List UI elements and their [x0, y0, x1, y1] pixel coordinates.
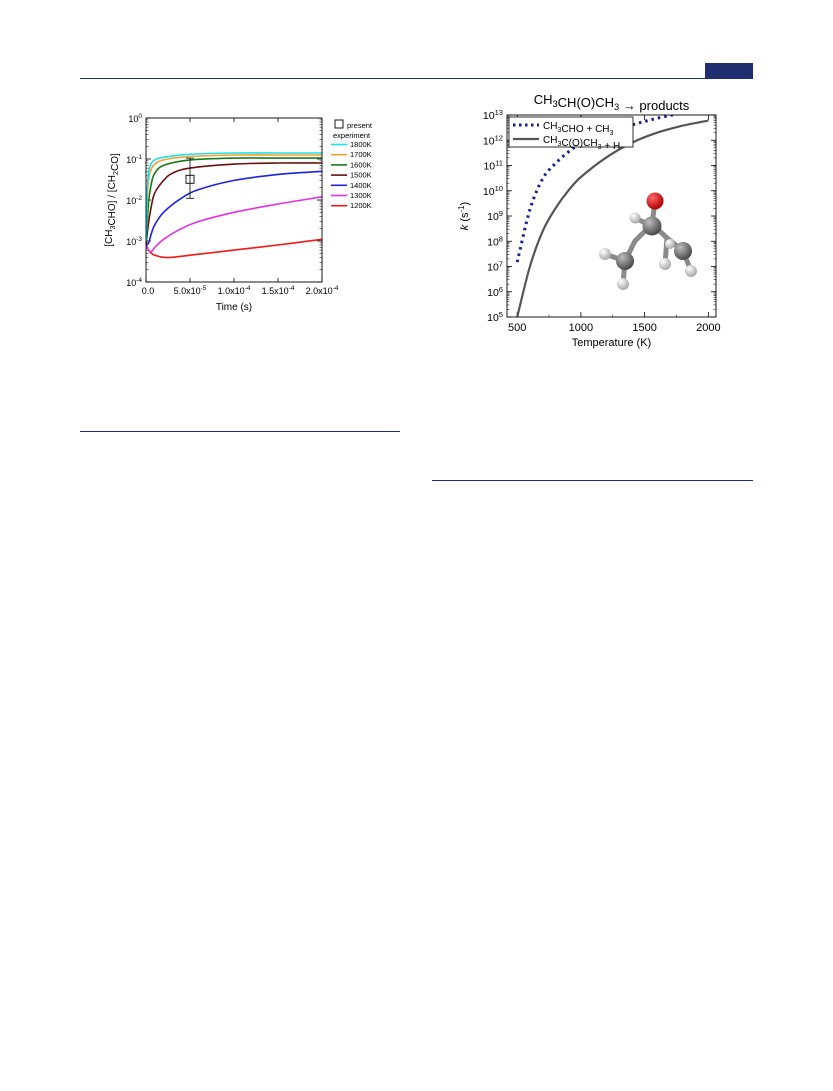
series-line-1800K [146, 152, 322, 242]
series-line [515, 115, 681, 263]
y-tick-label: 109 [487, 209, 503, 223]
rate-constant-chart: CH3CH(O)CH3 → products 500 1000 1500 2000 105… [457, 92, 721, 349]
legend-entry: 1800K [350, 140, 372, 149]
y-tick-label: 108 [487, 234, 503, 248]
molecule-c-atom [674, 242, 692, 260]
legend-entry: 1600K [350, 160, 372, 169]
x-tick-label: 5.0x10-5 [174, 285, 207, 296]
series-line-1400K [146, 170, 322, 246]
molecule-h-atom [629, 212, 641, 224]
legend-entry: CH3CHO + CH3 [543, 121, 614, 137]
x-tick-label: 0.0 [142, 286, 155, 296]
series-line-1300K [146, 196, 322, 253]
molecule-c-atom [642, 216, 662, 236]
molecule-h-atom [665, 239, 675, 249]
plot-frame [145, 117, 323, 283]
series-line-1700K [146, 154, 322, 242]
legend-entry: 1400K [350, 181, 372, 190]
molecule-illustration [599, 192, 697, 290]
plot-frame [506, 114, 717, 318]
experiment-marker [185, 174, 195, 184]
y-tick-label: 106 [487, 285, 503, 299]
x-axis-label: Temperature (K) [572, 337, 651, 349]
molecule-o-atom [646, 192, 664, 210]
y-tick-label: 1012 [483, 133, 503, 147]
x-tick-label: 500 [508, 322, 526, 334]
molecule-c-atom [616, 252, 634, 270]
legend-entry: 1200K [350, 201, 372, 210]
series-line-1600K [146, 157, 322, 242]
y-tick-label: 1010 [483, 184, 503, 198]
ratio-vs-time-chart: 0.0 5.0x10-5 1.0x10-4 1.5x10-4 2.0x10-4 10-4 1… [104, 113, 373, 313]
y-tick-label: 105 [487, 310, 503, 324]
legend-box [508, 116, 634, 148]
molecule-h-atom [659, 258, 671, 270]
series-line-1200K [146, 238, 322, 259]
x-tick-label: 2.0x10-4 [306, 285, 339, 296]
y-tick-label: 107 [487, 260, 503, 274]
molecule-h-atom [685, 265, 697, 277]
column-rule-right [432, 480, 753, 481]
y-tick-label: 1013 [483, 108, 503, 122]
molecule-h-atom [617, 278, 629, 290]
legend-entry: 1300K [350, 191, 372, 200]
legend-experiment-label: present [347, 121, 373, 130]
page-tab-marker [705, 63, 753, 78]
y-tick-label: 10-3 [126, 236, 142, 247]
y-axis-label: [CH3CHO] / [CH2CO] [104, 153, 121, 247]
y-tick-label: 100 [128, 113, 142, 124]
legend-experiment-label-2: experiment [333, 131, 371, 140]
legend-entry: 1700K [350, 150, 372, 159]
y-tick-label: 1011 [483, 159, 503, 173]
header-rule [80, 78, 753, 79]
chart-title: CH3CH(O)CH3 → products [534, 92, 690, 113]
x-tick-label: 2000 [696, 322, 720, 334]
x-tick-label: 1.0x10-4 [218, 285, 251, 296]
y-tick-label: 10-1 [126, 154, 142, 165]
legend-experiment-marker [334, 119, 344, 129]
series-line-1500K [146, 162, 322, 246]
x-tick-label: 1500 [632, 322, 656, 334]
legend-entry: 1500K [350, 171, 372, 180]
y-axis-label: k (s-1) [457, 202, 471, 230]
molecule-h-atom [599, 248, 611, 260]
x-tick-label: 1.5x10-4 [262, 285, 295, 296]
x-tick-label: 1000 [569, 322, 593, 334]
series-line [516, 119, 709, 317]
x-axis-label: Time (s) [216, 302, 252, 313]
y-tick-label: 10-2 [126, 195, 142, 206]
y-tick-label: 10-4 [126, 277, 142, 288]
column-rule-left [80, 431, 400, 432]
legend-entry: CH3C(O)CH3 + H [543, 135, 620, 152]
